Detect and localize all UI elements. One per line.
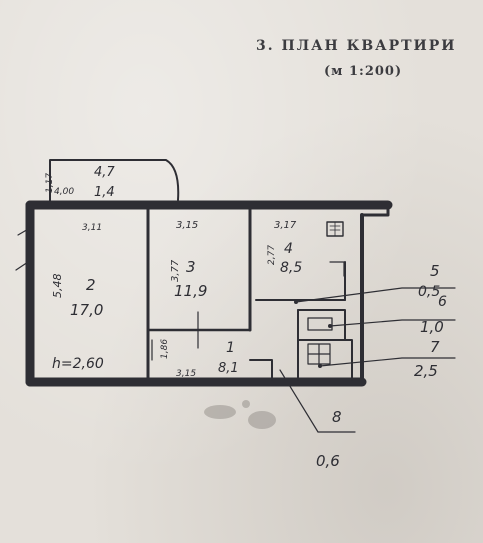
room-number: 1 [226, 340, 235, 356]
scale-label: (м 1:200) [324, 64, 403, 79]
entry-mark [15, 227, 31, 271]
dim-label: 3,15 [176, 220, 198, 231]
room-number: 6 [438, 294, 447, 310]
outer-wall-right-top [360, 203, 390, 217]
dim-label: 5,48 [51, 274, 64, 299]
room-area: 2,5 [414, 362, 438, 380]
leader-5 [295, 287, 456, 303]
hall-partition [249, 359, 273, 381]
page-title: 3. ПЛАН КВАРТИРИ [256, 38, 457, 54]
room-area: 0,5 [418, 284, 440, 300]
dim-label: 1,86 [160, 339, 170, 359]
bath-fixture [307, 343, 331, 365]
dim-label: 3,77 [170, 259, 181, 282]
leader-7 [319, 357, 456, 367]
room-label-balcony-top: 4,7 [94, 165, 115, 180]
dim-label: 2,77 [267, 245, 277, 265]
window-mark [61, 200, 121, 210]
room-number: 5 [430, 262, 440, 280]
room-area: 0,6 [316, 452, 340, 470]
sink-icon [329, 261, 345, 277]
stove-icon [329, 221, 341, 237]
room-number: 8 [332, 408, 342, 426]
room-area: 8,1 [218, 361, 239, 376]
ceiling-height: h=2,60 [52, 356, 104, 372]
balcony-outline [49, 159, 180, 202]
dim-label: 3,15 [176, 369, 196, 379]
dim-label: 3,17 [274, 220, 297, 231]
leader-8 [279, 369, 356, 433]
room-label-balcony-area: 1,4 [94, 185, 115, 200]
dim-label: 3,11 [82, 223, 102, 233]
room-number: 3 [186, 258, 196, 276]
toilet [307, 317, 333, 331]
window-mark [261, 200, 321, 210]
room-area: 11,9 [174, 282, 207, 300]
smudge-marks [204, 400, 276, 429]
room-number: 7 [430, 338, 440, 356]
room-area: 17,0 [70, 301, 103, 319]
bath-block [297, 339, 353, 381]
window-mark [159, 200, 213, 210]
room-number: 2 [86, 276, 96, 294]
room-area: 8,5 [280, 260, 302, 276]
dim-label: 1,17 [45, 173, 55, 193]
leader-6 [329, 319, 456, 327]
room-area: 1,0 [420, 318, 444, 336]
dim-label: 4,00 [54, 187, 74, 197]
room-number: 4 [284, 241, 293, 257]
